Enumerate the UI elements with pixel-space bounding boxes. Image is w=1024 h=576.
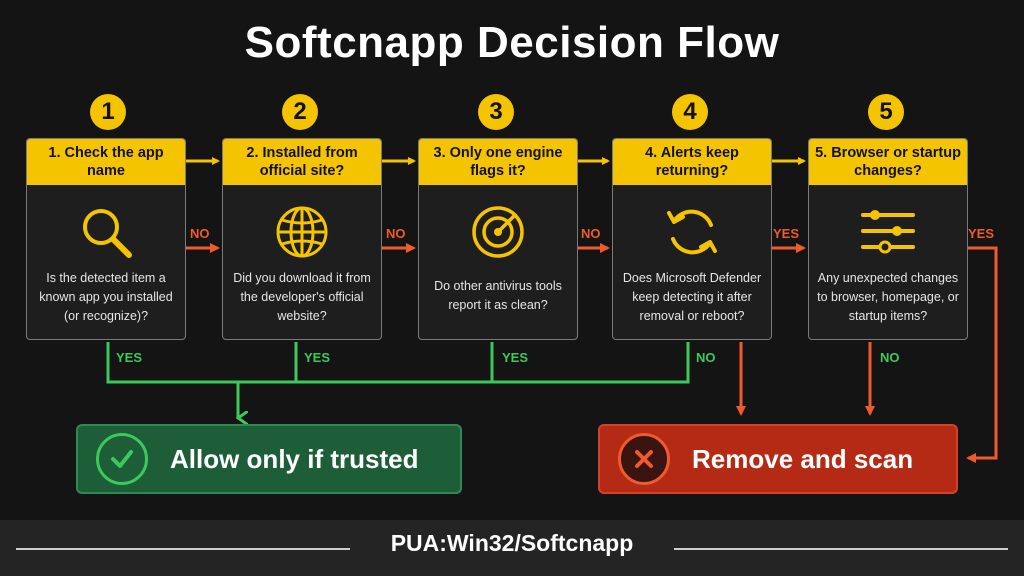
step-number-2: 2 xyxy=(282,94,318,130)
step-card-4: 4. Alerts keep returning? Does Microsoft… xyxy=(612,138,772,340)
step-description-4: Does Microsoft Defender keep detecting i… xyxy=(622,271,762,323)
step-number-1: 1 xyxy=(90,94,126,130)
magnifier-icon xyxy=(83,209,132,258)
step-heading-5: 5. Browser or startup changes? xyxy=(809,139,967,185)
branch-label-5: YES xyxy=(968,226,995,241)
down-label-3: YES xyxy=(502,350,529,365)
x-mark-icon xyxy=(618,433,670,485)
page-title: Softcnapp Decision Flow xyxy=(244,18,780,67)
yes-path-5 xyxy=(966,246,998,463)
outcome-allow: Allow only if trusted xyxy=(76,424,462,494)
checkmark-icon xyxy=(96,433,148,485)
step-heading-3: 3. Only one engine flags it? xyxy=(419,139,577,185)
step-heading-1: 1. Check the app name xyxy=(27,139,185,185)
yes-path-3 xyxy=(238,342,494,384)
step-heading-4: 4. Alerts keep returning? xyxy=(613,139,771,185)
branch-label-4: YES xyxy=(773,226,800,241)
no-path-4-green xyxy=(492,342,690,384)
step-card-3: 3. Only one engine flags it? Do other an… xyxy=(418,138,578,340)
step-card-5: 5. Browser or startup changes? Any unexp… xyxy=(808,138,968,340)
branch-label-1: NO xyxy=(190,226,210,241)
down-label-2: YES xyxy=(304,350,331,365)
step-description-1: Is the detected item a known app you ins… xyxy=(39,271,173,323)
radar-icon xyxy=(472,206,524,258)
step-number-4: 4 xyxy=(672,94,708,130)
footer-threat-name: PUA:Win32/Softcnapp xyxy=(390,530,634,556)
outcome-remove-label: Remove and scan xyxy=(692,443,914,474)
step-number-5: 5 xyxy=(868,94,904,130)
yes-path-1 xyxy=(106,342,238,384)
down-label-5: NO xyxy=(880,350,900,365)
step-description-3: Do other antivirus tools report it as cl… xyxy=(434,279,562,312)
down-label-4: NO xyxy=(696,350,716,365)
branch-label-2: NO xyxy=(386,226,406,241)
globe-icon xyxy=(276,206,328,258)
outcome-remove: Remove and scan xyxy=(598,424,958,494)
footer-rule-left xyxy=(16,548,350,550)
down-label-1: YES xyxy=(116,350,143,365)
step-number-3: 3 xyxy=(478,94,514,130)
branch-label-3: NO xyxy=(581,226,601,241)
yes-path-2 xyxy=(238,342,298,384)
step-card-2: 2. Installed from official site? Did you… xyxy=(222,138,382,340)
step-description-5: Any unexpected changes to browser, homep… xyxy=(817,271,959,323)
footer-rule-right xyxy=(674,548,1008,550)
step-heading-2: 2. Installed from official site? xyxy=(223,139,381,185)
step-card-1: 1. Check the app name Is the detected it… xyxy=(26,138,186,340)
sliders-icon xyxy=(861,210,915,254)
outcome-allow-label: Allow only if trusted xyxy=(170,443,419,474)
step-description-2: Did you download it from the developer's… xyxy=(233,271,371,323)
refresh-icon xyxy=(667,209,717,255)
